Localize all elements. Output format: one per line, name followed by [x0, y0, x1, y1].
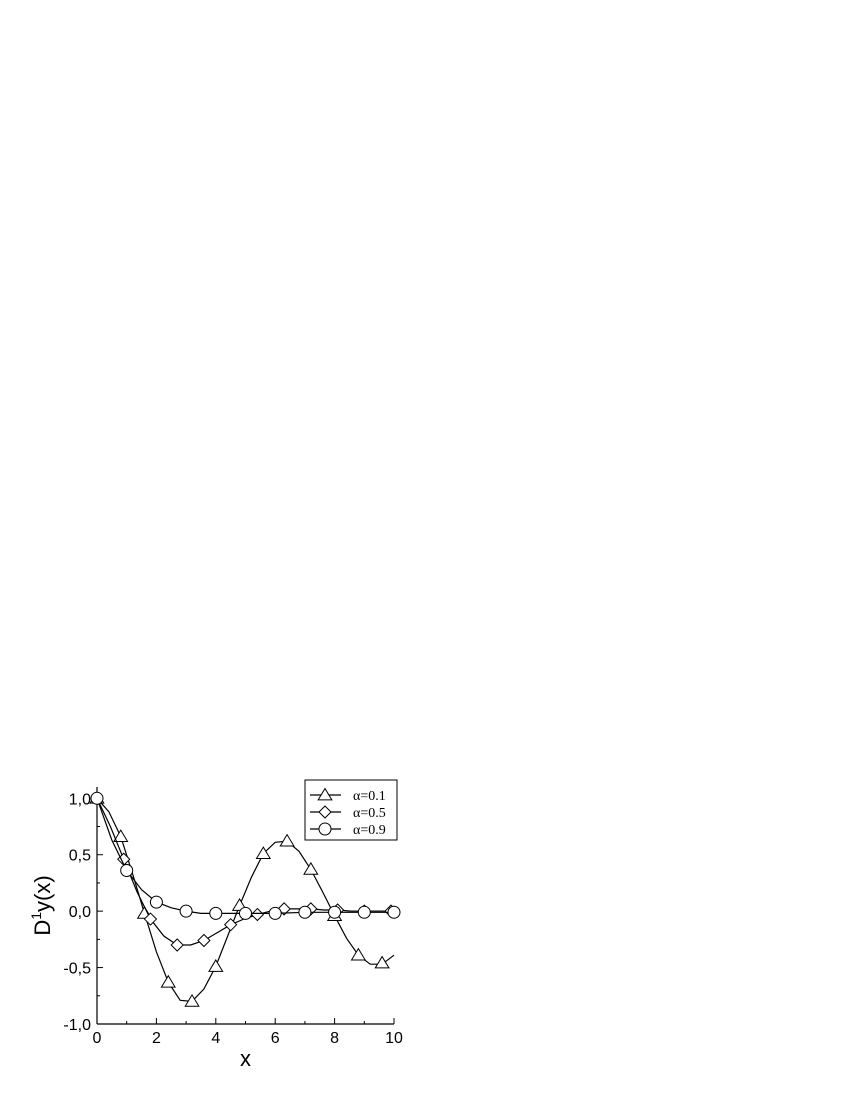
y-tick-label: 1,0: [69, 791, 91, 808]
x-tick-label: 10: [385, 1030, 403, 1047]
circle-marker: [90, 791, 104, 805]
diamond-marker: [143, 912, 158, 926]
series-triangle: [89, 790, 395, 1007]
legend-label: α=0.1: [353, 789, 386, 804]
circle-marker: [357, 905, 371, 919]
diamond-marker: [170, 938, 184, 952]
series-circle: [90, 791, 401, 920]
x-tick-label: 8: [330, 1030, 339, 1047]
triangle-marker: [255, 846, 272, 859]
circle-marker: [268, 906, 282, 920]
x-tick-label: 2: [152, 1030, 161, 1047]
y-tick-label: 0,5: [69, 848, 91, 865]
legend-circle-marker: [318, 822, 332, 836]
diamond-marker: [250, 907, 265, 922]
circle-marker: [179, 904, 193, 918]
axes: 0 2 4 6 8 10 -1,0 -0,5 0,0 0,5 1,0: [63, 791, 403, 1047]
triangle-marker: [303, 861, 319, 875]
y-tick-label: 0,0: [69, 904, 91, 921]
triangle-marker: [279, 833, 295, 847]
circle-marker: [120, 864, 134, 878]
y-axis-title-main: D: [30, 920, 55, 936]
circle-marker: [387, 905, 401, 919]
y-tick-label: -1,0: [63, 1017, 91, 1034]
y-tick-label: -0,5: [63, 961, 91, 978]
series-layer: [89, 790, 401, 1007]
triangle-marker: [374, 955, 390, 969]
circle-marker: [149, 895, 163, 909]
x-tick-label: 6: [271, 1030, 280, 1047]
x-tick-label: 0: [93, 1030, 102, 1047]
legend: α=0.1 α=0.5 α=0.9: [304, 779, 398, 841]
x-axis-title: x: [240, 1046, 251, 1071]
series-line: [96, 798, 394, 914]
x-tick-label: 4: [211, 1030, 220, 1047]
diamond-marker: [223, 917, 238, 932]
triangle-marker: [160, 974, 176, 988]
y-axis-title-superscript: 1: [28, 912, 44, 920]
legend-triangle-marker: [317, 787, 333, 801]
legend-diamond-marker: [318, 805, 332, 819]
circle-marker: [239, 906, 252, 920]
triangle-marker: [113, 829, 129, 843]
circle-marker: [298, 905, 312, 919]
triangle-marker: [184, 993, 200, 1007]
legend-label: α=0.5: [353, 806, 386, 821]
y-axis-title: D1y(x): [28, 875, 55, 935]
circle-marker: [209, 906, 223, 920]
y-axis-title-suffix: y(x): [30, 875, 55, 912]
triangle-marker: [350, 947, 367, 961]
triangle-marker: [208, 958, 224, 972]
legend-label: α=0.9: [353, 823, 386, 838]
diamond-marker: [197, 933, 211, 948]
circle-marker: [328, 905, 342, 919]
